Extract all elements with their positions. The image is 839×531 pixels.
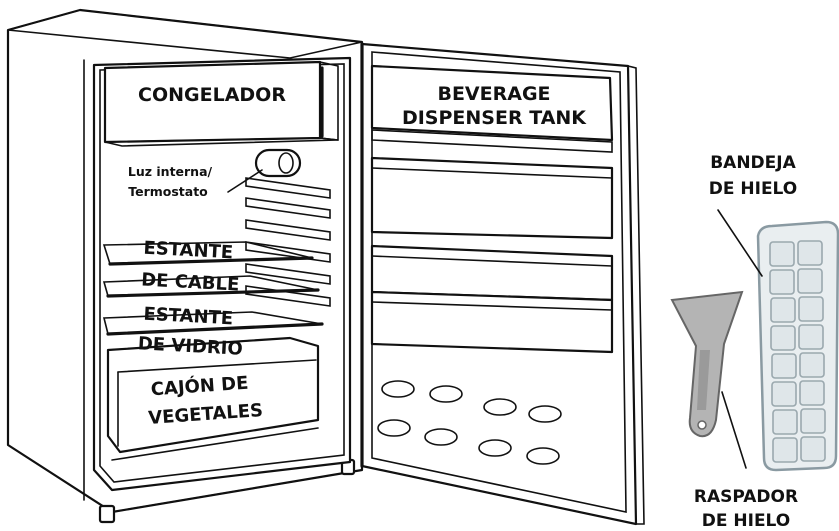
ice-tray — [756, 220, 839, 472]
light-thermostat-housing — [254, 148, 302, 178]
egg-holders — [377, 380, 562, 465]
ice-scraper-label-line1: RASPADOR — [694, 487, 798, 507]
wire-shelf — [102, 241, 320, 298]
wire-shelf-label-line1: ESTANTE — [143, 238, 234, 264]
crisper-drawer — [106, 336, 320, 461]
ice-scraper — [670, 290, 744, 438]
freezer-compartment — [103, 60, 339, 147]
beverage-tank-label-line1: BEVERAGE — [437, 83, 550, 105]
scraper-leader-line — [721, 391, 747, 469]
ice-scraper-label-line2: DE HIELO — [702, 511, 791, 531]
glass-shelf — [102, 311, 324, 336]
ice-tray-label-line1: BANDEJA — [710, 153, 796, 173]
light-leader-line — [227, 169, 263, 193]
ice-tray-label-line2: DE HIELO — [709, 179, 798, 199]
wire-shelf-label-line2: DE CABLE — [141, 269, 240, 295]
leader-lines — [227, 169, 763, 469]
beverage-tank-label-line2: DISPENSER TANK — [402, 107, 587, 129]
beverage-dispenser-tank — [370, 64, 614, 153]
glass-shelf-label-line1: ESTANTE — [143, 304, 234, 330]
light-thermostat-label-line1: Luz interna/ — [128, 164, 213, 179]
door-shelf-bins — [370, 156, 614, 354]
ice-tray-leader-line — [717, 209, 763, 277]
light-thermostat-label-line2: Termostato — [128, 184, 208, 199]
freezer-label: CONGELADOR — [138, 84, 286, 106]
